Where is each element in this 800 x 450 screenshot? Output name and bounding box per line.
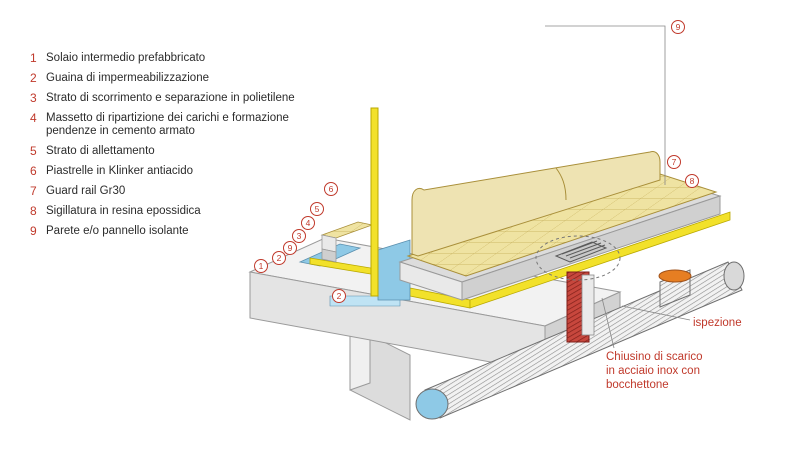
legend-text: Strato di scorrimento e separazione in p… bbox=[46, 92, 295, 104]
insulating-wall-post bbox=[370, 107, 379, 297]
legend-text: Strato di allettamento bbox=[46, 145, 155, 157]
inspection-cap bbox=[658, 269, 692, 308]
legend-text: Guaina di impermeabilizzazione bbox=[46, 72, 209, 84]
marker-2-bottom: 2 bbox=[332, 289, 346, 303]
legend-item-5: 5 Strato di allettamento bbox=[30, 145, 320, 158]
left-screed-block bbox=[320, 221, 374, 263]
guard-rail bbox=[411, 151, 661, 257]
legend-item-1: 1 Solaio intermedio prefabbricato bbox=[30, 52, 320, 65]
marker-5: 5 bbox=[310, 202, 324, 216]
svg-text:7: 7 bbox=[672, 157, 677, 167]
svg-text:1: 1 bbox=[259, 261, 264, 271]
marker-2-left: 2 bbox=[272, 251, 286, 265]
svg-text:2: 2 bbox=[277, 253, 282, 263]
legend-number: 2 bbox=[30, 71, 37, 85]
legend-item-4: 4 Massetto di ripartizione dei carichi e … bbox=[30, 112, 320, 138]
legend-number: 8 bbox=[30, 204, 37, 218]
legend-text: Solaio intermedio prefabbricato bbox=[46, 52, 206, 64]
svg-text:9: 9 bbox=[676, 22, 681, 32]
legend-item-6: 6 Piastrelle in Klinker antiacido bbox=[30, 165, 320, 178]
legend-number: 1 bbox=[30, 51, 37, 65]
svg-text:6: 6 bbox=[329, 184, 334, 194]
svg-text:9: 9 bbox=[288, 243, 293, 253]
legend-number: 7 bbox=[30, 184, 37, 198]
marker-6: 6 bbox=[324, 182, 338, 196]
svg-text:4: 4 bbox=[306, 218, 311, 228]
legend-text: Piastrelle in Klinker antiacido bbox=[46, 165, 194, 177]
marker-3: 3 bbox=[292, 229, 306, 243]
svg-text:3: 3 bbox=[297, 231, 302, 241]
callout-ispezione: ispezione bbox=[693, 317, 742, 329]
marker-9-left: 9 bbox=[283, 241, 297, 255]
markers: 9 7 8 6 5 4 3 9 2 1 2 bbox=[254, 20, 699, 303]
marker-1: 1 bbox=[254, 259, 268, 273]
svg-text:2: 2 bbox=[337, 291, 342, 301]
drain-grate bbox=[535, 235, 621, 281]
svg-text:8: 8 bbox=[690, 176, 695, 186]
legend-list: 1 Solaio intermedio prefabbricato 2 Guaina… bbox=[30, 52, 320, 245]
legend-item-9: 9 Parete e/o pannello isolante bbox=[30, 225, 320, 238]
leader-lines bbox=[545, 25, 691, 349]
legend-number: 4 bbox=[30, 111, 37, 125]
legend-item-7: 7 Guard rail Gr30 bbox=[30, 185, 320, 198]
legend-number: 3 bbox=[30, 91, 37, 105]
legend-text: Guard rail Gr30 bbox=[46, 185, 126, 197]
legend-number: 5 bbox=[30, 144, 37, 158]
legend-text: Sigillatura in resina epossidica bbox=[46, 205, 201, 217]
legend-text: Parete e/o pannello isolante bbox=[46, 225, 189, 237]
legend-text: Massetto di ripartizione dei carichi e f… bbox=[46, 112, 289, 137]
callout-chiusino-line3: bocchettone bbox=[606, 379, 669, 391]
legend-item-3: 3 Strato di scorrimento e separazione in … bbox=[30, 92, 320, 105]
callout-chiusino-line2: in acciaio inox con bbox=[606, 365, 700, 377]
svg-text:5: 5 bbox=[315, 204, 320, 214]
legend-item-2: 2 Guaina di impermeabilizzazione bbox=[30, 72, 320, 85]
marker-7: 7 bbox=[667, 155, 681, 169]
callout-chiusino-line1: Chiusino di scarico bbox=[606, 351, 703, 363]
legend-item-8: 8 Sigillatura in resina epossidica bbox=[30, 205, 320, 218]
marker-9-top: 9 bbox=[671, 20, 685, 34]
drain-riser bbox=[566, 271, 595, 343]
legend-number: 6 bbox=[30, 164, 37, 178]
marker-4: 4 bbox=[301, 216, 315, 230]
legend-number: 9 bbox=[30, 224, 37, 238]
marker-8: 8 bbox=[685, 174, 699, 188]
